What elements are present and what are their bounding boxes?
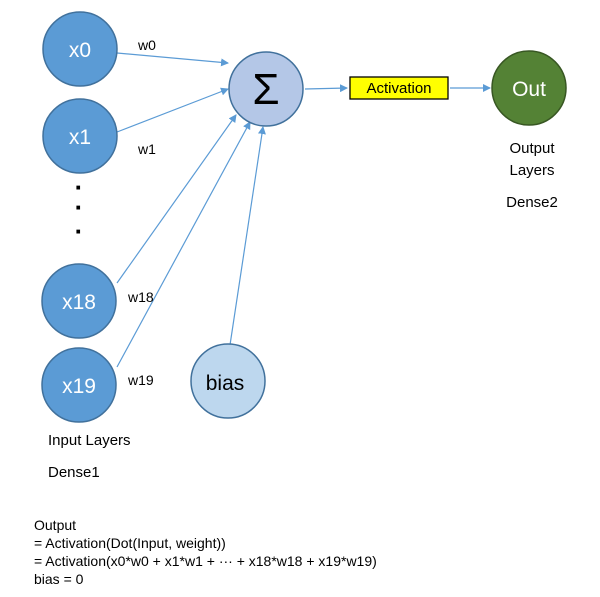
ellipsis-dot: · xyxy=(75,172,84,202)
connections xyxy=(116,52,491,368)
input-node-x18: x18 xyxy=(41,263,117,339)
output-node-label: Out xyxy=(512,78,546,101)
formula-line-3: = Activation(x0*w0 + x1*w1 + ··· + x18*w… xyxy=(34,553,377,569)
ellipsis-dot: · xyxy=(75,192,84,222)
weight-label-w19: w19 xyxy=(127,372,154,388)
output-layers-title-line1: Output xyxy=(509,140,555,157)
arrow-x18-to-sum xyxy=(116,114,237,284)
input-node-x18-label: x18 xyxy=(62,291,96,314)
activation-box: Activation xyxy=(349,76,449,100)
weight-label-w0: w0 xyxy=(137,37,156,53)
arrow-bias-to-sum xyxy=(229,126,266,346)
arrow-x1-to-sum xyxy=(116,87,229,133)
weight-label-w1: w1 xyxy=(137,141,156,157)
formula-line-4: bias = 0 xyxy=(34,571,84,587)
output-formula: Output = Activation(Dot(Input, weight)) … xyxy=(34,516,377,588)
summation-node: Σ xyxy=(228,51,304,127)
arrow-x19-to-sum xyxy=(116,121,251,368)
input-node-x0-label: x0 xyxy=(69,39,91,62)
output-layers-title-line2: Layers xyxy=(509,162,555,179)
formula-line-2: = Activation(Dot(Input, weight)) xyxy=(34,535,226,551)
output-layers-caption: Output Layers Dense2 xyxy=(490,140,574,212)
sigma-icon: Σ xyxy=(252,65,279,114)
input-node-x1: x1 xyxy=(42,98,118,174)
input-node-x1-label: x1 xyxy=(69,126,91,149)
input-layers-caption: Input Layers Dense1 xyxy=(48,432,131,482)
bias-node: bias xyxy=(190,343,266,419)
input-layers-title: Input Layers xyxy=(48,432,131,449)
arrow-x0-to-sum xyxy=(116,52,229,67)
output-node: Out xyxy=(491,50,567,126)
arrow-sum-to-activation xyxy=(304,84,348,93)
input-node-x0: x0 xyxy=(42,11,118,87)
output-layers-name: Dense2 xyxy=(506,194,558,211)
formula-line-1: Output xyxy=(34,517,77,533)
input-node-x19-label: x19 xyxy=(62,375,96,398)
vertical-ellipsis: · · · xyxy=(75,172,84,246)
activation-label: Activation xyxy=(366,80,431,97)
input-node-x19: x19 xyxy=(41,347,117,423)
bias-node-label: bias xyxy=(206,372,245,395)
input-layers-name: Dense1 xyxy=(48,464,100,481)
weight-label-w18: w18 xyxy=(127,289,154,305)
ellipsis-dot: · xyxy=(75,216,84,246)
